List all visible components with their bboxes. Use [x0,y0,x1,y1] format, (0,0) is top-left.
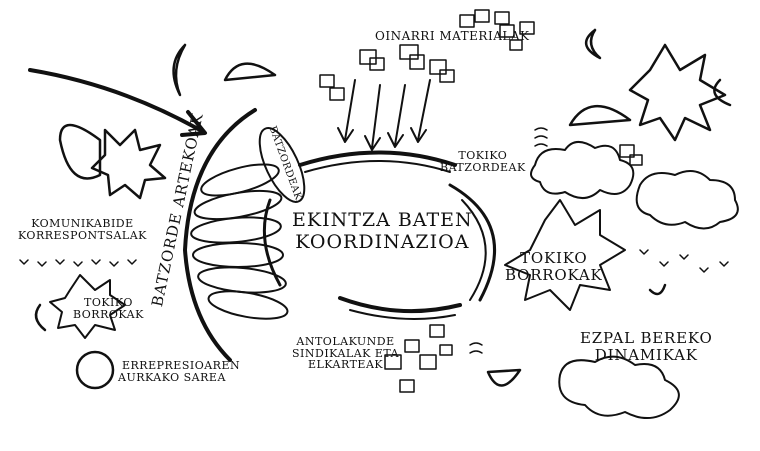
label-center-line1: EKINTZA BATEN [292,210,473,232]
label-errepresioaren-line1: ERREPRESIOAREN [118,360,240,372]
label-tokiko-batzordeak: TOKIKO BATZORDEAK [440,150,526,173]
label-errepresioaren: ERREPRESIOAREN AURKAKO SAREA [118,360,240,383]
label-center-line2: KOORDINAZIOA [292,232,473,254]
label-tokiko-borrokak-left: TOKIKO BORROKAK [73,297,144,320]
label-tokiko-borrokak-right: TOKIKO BORROKAK [505,250,603,283]
label-ezpal-line2: DINAMIKAK [580,347,713,364]
label-errepresioaren-line2: AURKAKO SAREA [118,372,240,384]
label-tokiko-borrokak-right-line1: TOKIKO [505,250,603,267]
label-antolakunde-line1: ANTOLAKUNDE [292,336,399,348]
label-ezpal-bereko: EZPAL BEREKO DINAMIKAK [580,330,713,363]
label-tokiko-batzordeak-line1: TOKIKO [440,150,526,162]
label-komunikabide: KOMUNIKABIDE KORRESPONTSALAK [18,218,147,241]
left-arrow [30,70,205,135]
label-komunikabide-line2: KORRESPONTSALAK [18,230,147,242]
label-tokiko-borrokak-right-line2: BORROKAK [505,267,603,284]
label-tokiko-batzordeak-line2: BATZORDEAK [440,162,526,174]
label-antolakunde-line3: ELKARTEAK [292,359,399,371]
label-ezpal-line1: EZPAL BEREKO [580,330,713,347]
label-oinarri-materialak: OINARRI MATERIALAK [375,30,529,43]
material-arrows [338,80,430,150]
label-tokiko-borrokak-left-line2: BORROKAK [73,309,144,321]
label-antolakunde: ANTOLAKUNDE SINDIKALAK ETA ELKARTEAK [292,336,399,371]
label-center: EKINTZA BATEN KOORDINAZIOA [292,210,473,254]
label-tokiko-borrokak-left-line1: TOKIKO [73,297,144,309]
label-komunikabide-line1: KOMUNIKABIDE [18,218,147,230]
